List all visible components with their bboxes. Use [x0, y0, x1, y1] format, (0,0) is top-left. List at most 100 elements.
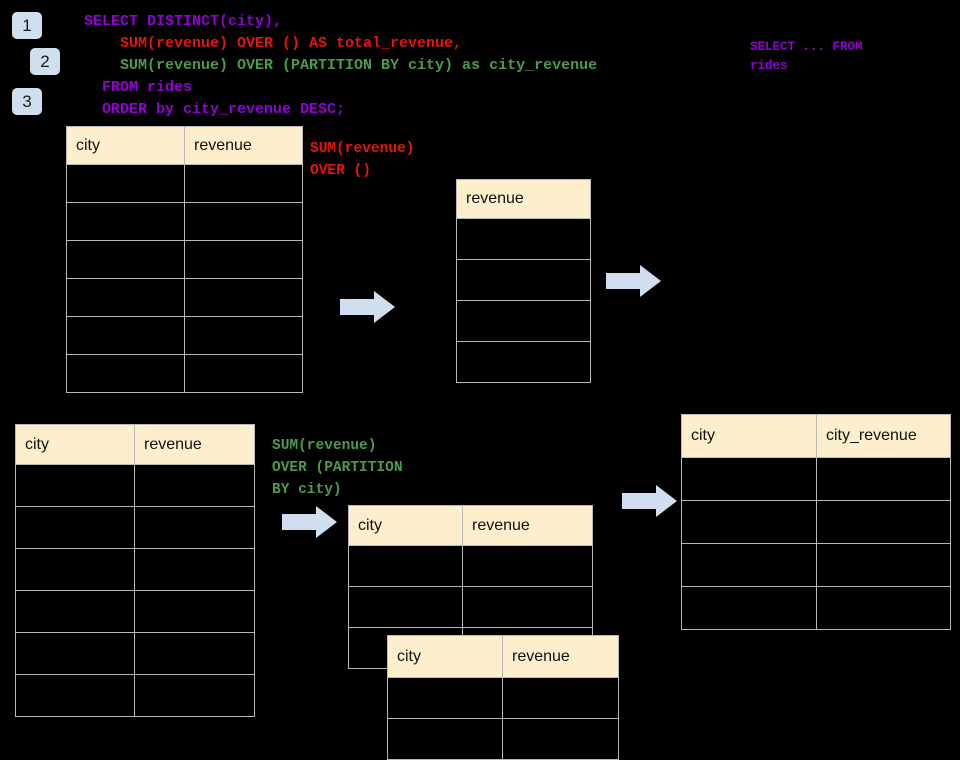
arrow-bottom-left [282, 505, 338, 539]
table-cell [184, 164, 303, 203]
table-cell [502, 677, 619, 719]
arrow-top-right [606, 264, 662, 298]
sql-line-city-revenue: SUM(revenue) OVER (PARTITION BY city) as… [84, 57, 598, 74]
diagram-canvas: 1 2 3 SELECT DISTINCT(city), SUM(revenue… [12, 12, 951, 760]
column-header-revenue: revenue [462, 505, 593, 546]
table-cell [348, 586, 463, 628]
table-header-row: city city_revenue [681, 414, 951, 458]
table-cell [15, 590, 135, 633]
sql-line-select-distinct: SELECT DISTINCT(city), [84, 13, 283, 30]
table-cell [15, 674, 135, 717]
table-cell [456, 259, 591, 301]
table-header-row: revenue [456, 179, 591, 219]
side-note-select-from: SELECT ... FROM [750, 40, 863, 54]
arrow-bottom-right [622, 484, 678, 518]
table-row [348, 545, 593, 587]
table-row [456, 300, 591, 342]
table-row [681, 500, 951, 544]
table-cell [387, 677, 503, 719]
table-row [681, 457, 951, 501]
column-header-city-revenue: city_revenue [816, 414, 951, 458]
step-badge-1[interactable]: 1 [12, 12, 42, 39]
column-header-city: city [681, 414, 817, 458]
annotation-city-revenue-line-1: SUM(revenue) [272, 438, 377, 454]
total-revenue-table: revenue [456, 179, 591, 383]
table-row [681, 586, 951, 630]
arrow-right-icon [622, 485, 677, 517]
table-row [456, 341, 591, 383]
table-cell [134, 632, 255, 675]
table-cell [502, 718, 619, 760]
table-row [348, 586, 593, 628]
table-cell [184, 316, 303, 355]
table-row [66, 354, 303, 393]
table-row [15, 548, 255, 591]
arrow-right-icon [606, 265, 661, 297]
table-cell [456, 341, 591, 383]
table-cell [456, 218, 591, 260]
annotation-city-revenue-line-2: OVER (PARTITION [272, 460, 403, 476]
table-cell [816, 500, 951, 544]
table-row [15, 464, 255, 507]
table-cell [816, 586, 951, 630]
table-row [456, 218, 591, 260]
partition-table-front: city revenue [387, 635, 619, 760]
table-cell [15, 548, 135, 591]
column-header-revenue: revenue [134, 424, 255, 465]
table-cell [387, 718, 503, 760]
table-cell [15, 464, 135, 507]
sql-line-total-revenue: SUM(revenue) OVER () AS total_revenue, [84, 35, 463, 52]
arrow-top-left [340, 290, 396, 324]
table-cell [184, 278, 303, 317]
table-cell [184, 354, 303, 393]
table-cell [66, 278, 185, 317]
table-cell [681, 586, 817, 630]
table-row [66, 240, 303, 279]
table-row [15, 590, 255, 633]
table-cell [184, 240, 303, 279]
table-row [15, 632, 255, 675]
result-table: city city_revenue [681, 414, 951, 630]
table-cell [816, 543, 951, 587]
column-header-revenue: revenue [456, 179, 591, 219]
table-cell [66, 164, 185, 203]
table-row [15, 506, 255, 549]
step-badge-2[interactable]: 2 [30, 48, 60, 75]
table-cell [348, 545, 463, 587]
table-cell [134, 590, 255, 633]
table-row [15, 674, 255, 717]
table-cell [66, 354, 185, 393]
table-header-row: city revenue [348, 505, 593, 546]
table-row [66, 316, 303, 355]
annotation-total-revenue-line-1: SUM(revenue) [310, 141, 415, 157]
table-cell [134, 506, 255, 549]
table-cell [816, 457, 951, 501]
table-header-row: city revenue [387, 635, 619, 678]
table-cell [456, 300, 591, 342]
table-cell [134, 464, 255, 507]
table-cell [681, 543, 817, 587]
table-row [387, 677, 619, 719]
table-row [66, 278, 303, 317]
source-table-top: city revenue [66, 126, 303, 393]
table-row [456, 259, 591, 301]
table-row [66, 202, 303, 241]
table-row [66, 164, 303, 203]
table-cell [681, 457, 817, 501]
step-badge-3[interactable]: 3 [12, 88, 42, 115]
annotation-city-revenue-line-3: BY city) [272, 482, 342, 498]
table-cell [462, 545, 593, 587]
sql-line-from: FROM rides [84, 79, 193, 96]
source-table-bottom: city revenue [15, 424, 255, 717]
column-header-city: city [387, 635, 503, 678]
table-cell [15, 632, 135, 675]
table-cell [66, 240, 185, 279]
arrow-right-icon [282, 506, 337, 538]
table-cell [134, 548, 255, 591]
annotation-total-revenue-line-2: OVER () [310, 163, 371, 179]
column-header-city: city [348, 505, 463, 546]
table-cell [15, 506, 135, 549]
table-cell [462, 586, 593, 628]
table-cell [134, 674, 255, 717]
table-row [387, 718, 619, 760]
